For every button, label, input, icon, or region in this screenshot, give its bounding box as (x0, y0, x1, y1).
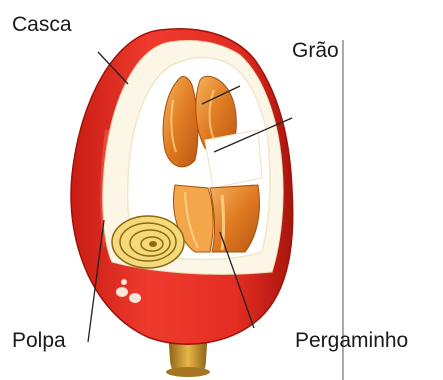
label-casca: Casca (12, 14, 72, 35)
label-pergaminho: Pergaminho (295, 330, 408, 351)
label-grao: Grão (292, 40, 339, 61)
embryo-swirl (112, 216, 184, 268)
label-polpa: Polpa (12, 330, 66, 351)
